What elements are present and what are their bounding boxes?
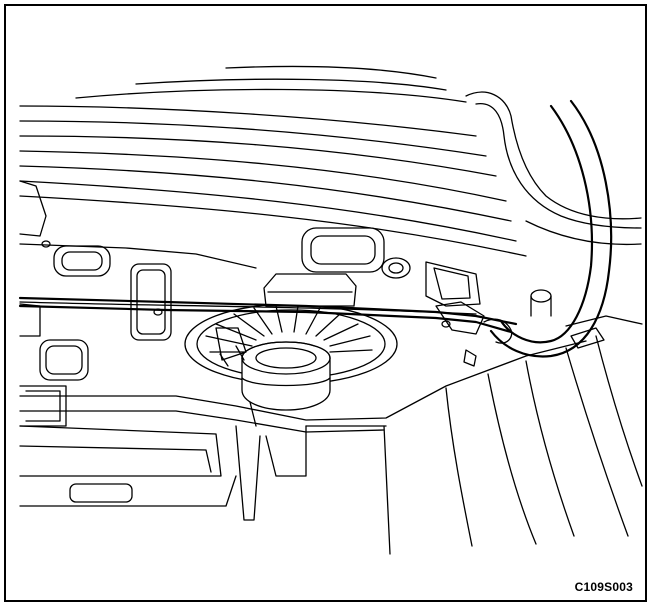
- trunk-underside-illustration: [18, 65, 643, 555]
- figure-code: C109S003: [574, 580, 633, 594]
- ribbed-hub: [184, 303, 398, 411]
- mount-bracket: [215, 273, 357, 367]
- lower-right-panel-lines: [305, 335, 643, 555]
- upper-panel-openings: [301, 227, 552, 317]
- lower-floor-structure: [19, 243, 587, 521]
- cable-rod: [18, 296, 518, 344]
- upper-body-panel-lines: [19, 65, 527, 257]
- figure-frame: C109S003: [4, 4, 647, 602]
- left-panel-openings: [19, 180, 172, 381]
- rear-opening-outline: [465, 91, 642, 246]
- hinge-strap: [489, 99, 613, 358]
- hinge-mount: [463, 315, 643, 367]
